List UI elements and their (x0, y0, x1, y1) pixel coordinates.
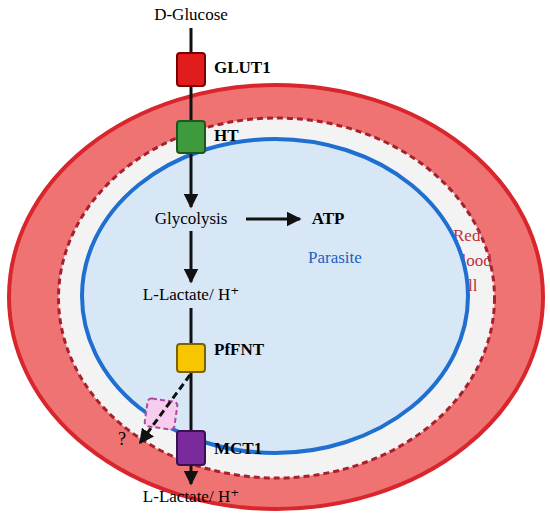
transporter-name: PfFNT (214, 339, 264, 361)
question-mark: ? (118, 428, 126, 450)
unknown-transporter (144, 398, 178, 430)
metabolite-name: ATP (312, 208, 345, 230)
flow-arrow (190, 154, 193, 207)
metabolite: L-Lactate/ H⁺ (116, 484, 266, 510)
parasite-outline (80, 137, 470, 455)
text-wrap: L-Lactate/ H⁺ (116, 484, 266, 510)
metabolite: Glycolysis (136, 207, 246, 231)
transporter-name: HT (214, 125, 239, 147)
flow-arrow (190, 308, 193, 343)
text-wrap: ATP (300, 206, 356, 232)
transporter-name: GLUT1 (214, 57, 271, 79)
flow-arrow (190, 231, 193, 282)
transporter: MCT1 (176, 430, 206, 466)
metabolite-name: L-Lactate/ H⁺ (143, 284, 239, 306)
vacuole-membrane (59, 118, 495, 478)
transporter: HT (176, 120, 206, 154)
metabolite-name: L-Lactate/ H⁺ (143, 486, 239, 508)
parasite-label: Parasite (308, 247, 362, 269)
parasite-membrane (82, 139, 468, 453)
flow-arrow (190, 28, 193, 52)
metabolite-name: Glycolysis (155, 208, 228, 230)
flow-arrow (246, 218, 300, 221)
transporter-name: MCT1 (214, 438, 262, 460)
flow-arrow (190, 373, 193, 430)
red-blood-cell: Red blood cellParasiteHTGlycolysisATPL-L… (7, 83, 545, 511)
parasite-cell: ParasiteHTGlycolysisATPL-Lactate/ H⁺PfFN… (80, 137, 470, 455)
metabolite: L-Lactate/ H⁺ (116, 282, 266, 308)
text-wrap: L-Lactate/ H⁺ (116, 282, 266, 308)
metabolite: D-Glucose (131, 2, 251, 28)
transporter: GLUT1 (176, 52, 206, 87)
metabolite-name: D-Glucose (154, 4, 228, 26)
metabolite: ATP (300, 206, 356, 232)
transporter: PfFNT (176, 343, 206, 373)
text-wrap: Glycolysis (136, 207, 246, 231)
dashed-arrow (140, 375, 190, 443)
flow-arrow (190, 87, 193, 120)
cell-membrane (9, 85, 543, 509)
text-wrap: D-Glucose (131, 2, 251, 28)
flow-arrow (190, 466, 193, 484)
